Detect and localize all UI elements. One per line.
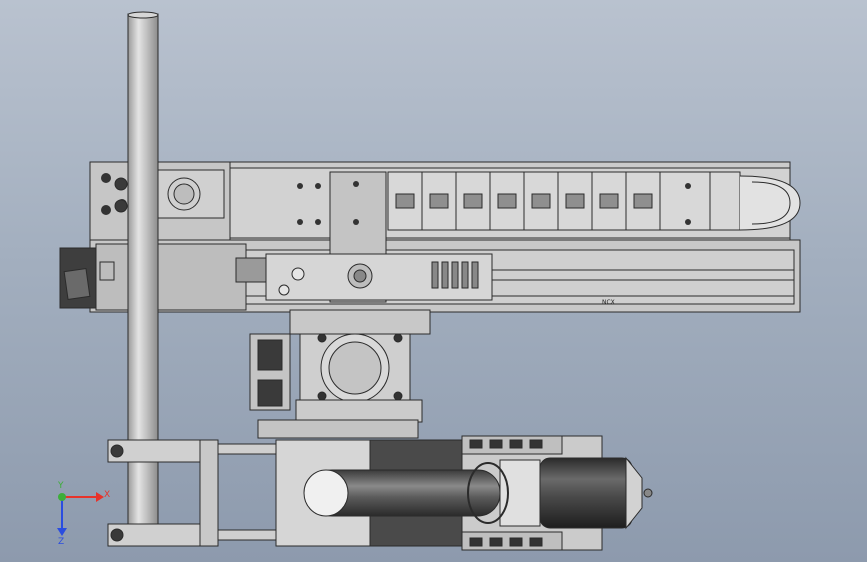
triad-y-label: Y — [57, 481, 64, 491]
triad-z-arrow — [57, 528, 67, 536]
triad-x-arrow — [96, 492, 104, 502]
end-effector — [275, 435, 653, 551]
module-end-cap — [59, 247, 115, 309]
triad-y-axis — [58, 493, 66, 501]
lower-bracket — [107, 439, 283, 547]
rail-mark: NCX — [602, 299, 615, 306]
orientation-triad: X Y Z — [57, 481, 110, 547]
cable-chain — [387, 171, 801, 231]
triad-z-label: Z — [58, 537, 64, 547]
rotary-gearbox — [249, 309, 431, 439]
column-pole — [127, 11, 159, 547]
carriage-plate — [235, 253, 493, 301]
triad-x-label: X — [104, 490, 110, 500]
